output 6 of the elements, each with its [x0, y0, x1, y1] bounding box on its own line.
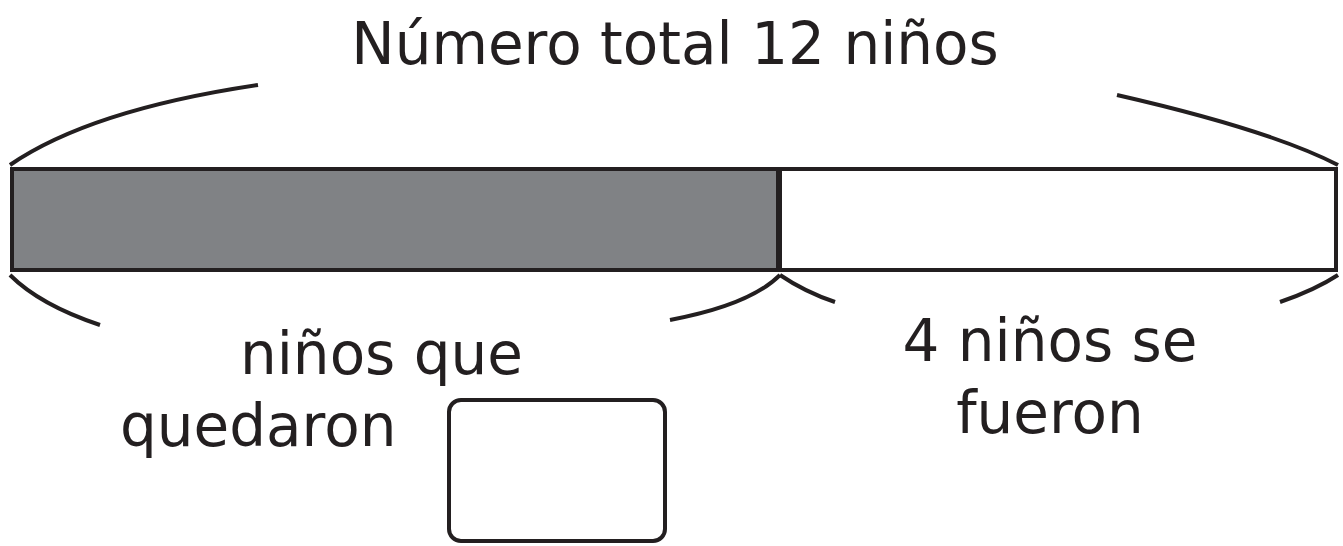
shaded-bar-segment: [10, 167, 780, 272]
remaining-label: niños que quedaron: [120, 319, 525, 462]
left-label: 4 niños se fueron: [901, 306, 1199, 449]
total-label: Número total 12 niños: [350, 9, 1000, 80]
bar-segment: [778, 167, 1338, 272]
answer-box: [447, 398, 667, 543]
